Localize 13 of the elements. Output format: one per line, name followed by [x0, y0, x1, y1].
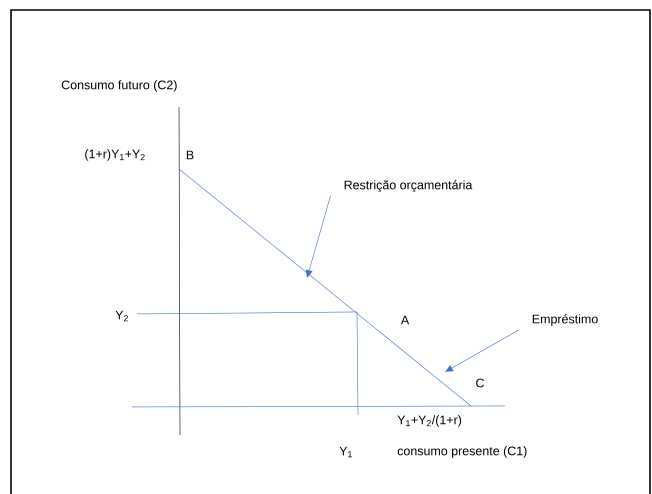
axis-label: (1+r)Y$_{1}$+Y$_{2}$: [85, 149, 145, 161]
axis-label: Y$_{1}$+Y$_{2}$/(1+r): [397, 415, 462, 427]
axis-label: B: [186, 150, 194, 160]
leader-arrow: [445, 330, 519, 372]
axis-label: C: [476, 378, 484, 388]
callout-text: Empréstimo: [532, 314, 598, 326]
leader-arrow: [306, 196, 331, 278]
axis-label: Consumo futuro (C2): [62, 80, 177, 92]
callout-text: Restrição orçamentária: [344, 180, 472, 192]
axis-label: Y$_{1}$: [339, 446, 352, 458]
axis-label: consumo presente (C1): [398, 446, 527, 458]
axis-label: Y$_{2}$: [115, 310, 128, 322]
axis-label: A: [400, 316, 410, 324]
